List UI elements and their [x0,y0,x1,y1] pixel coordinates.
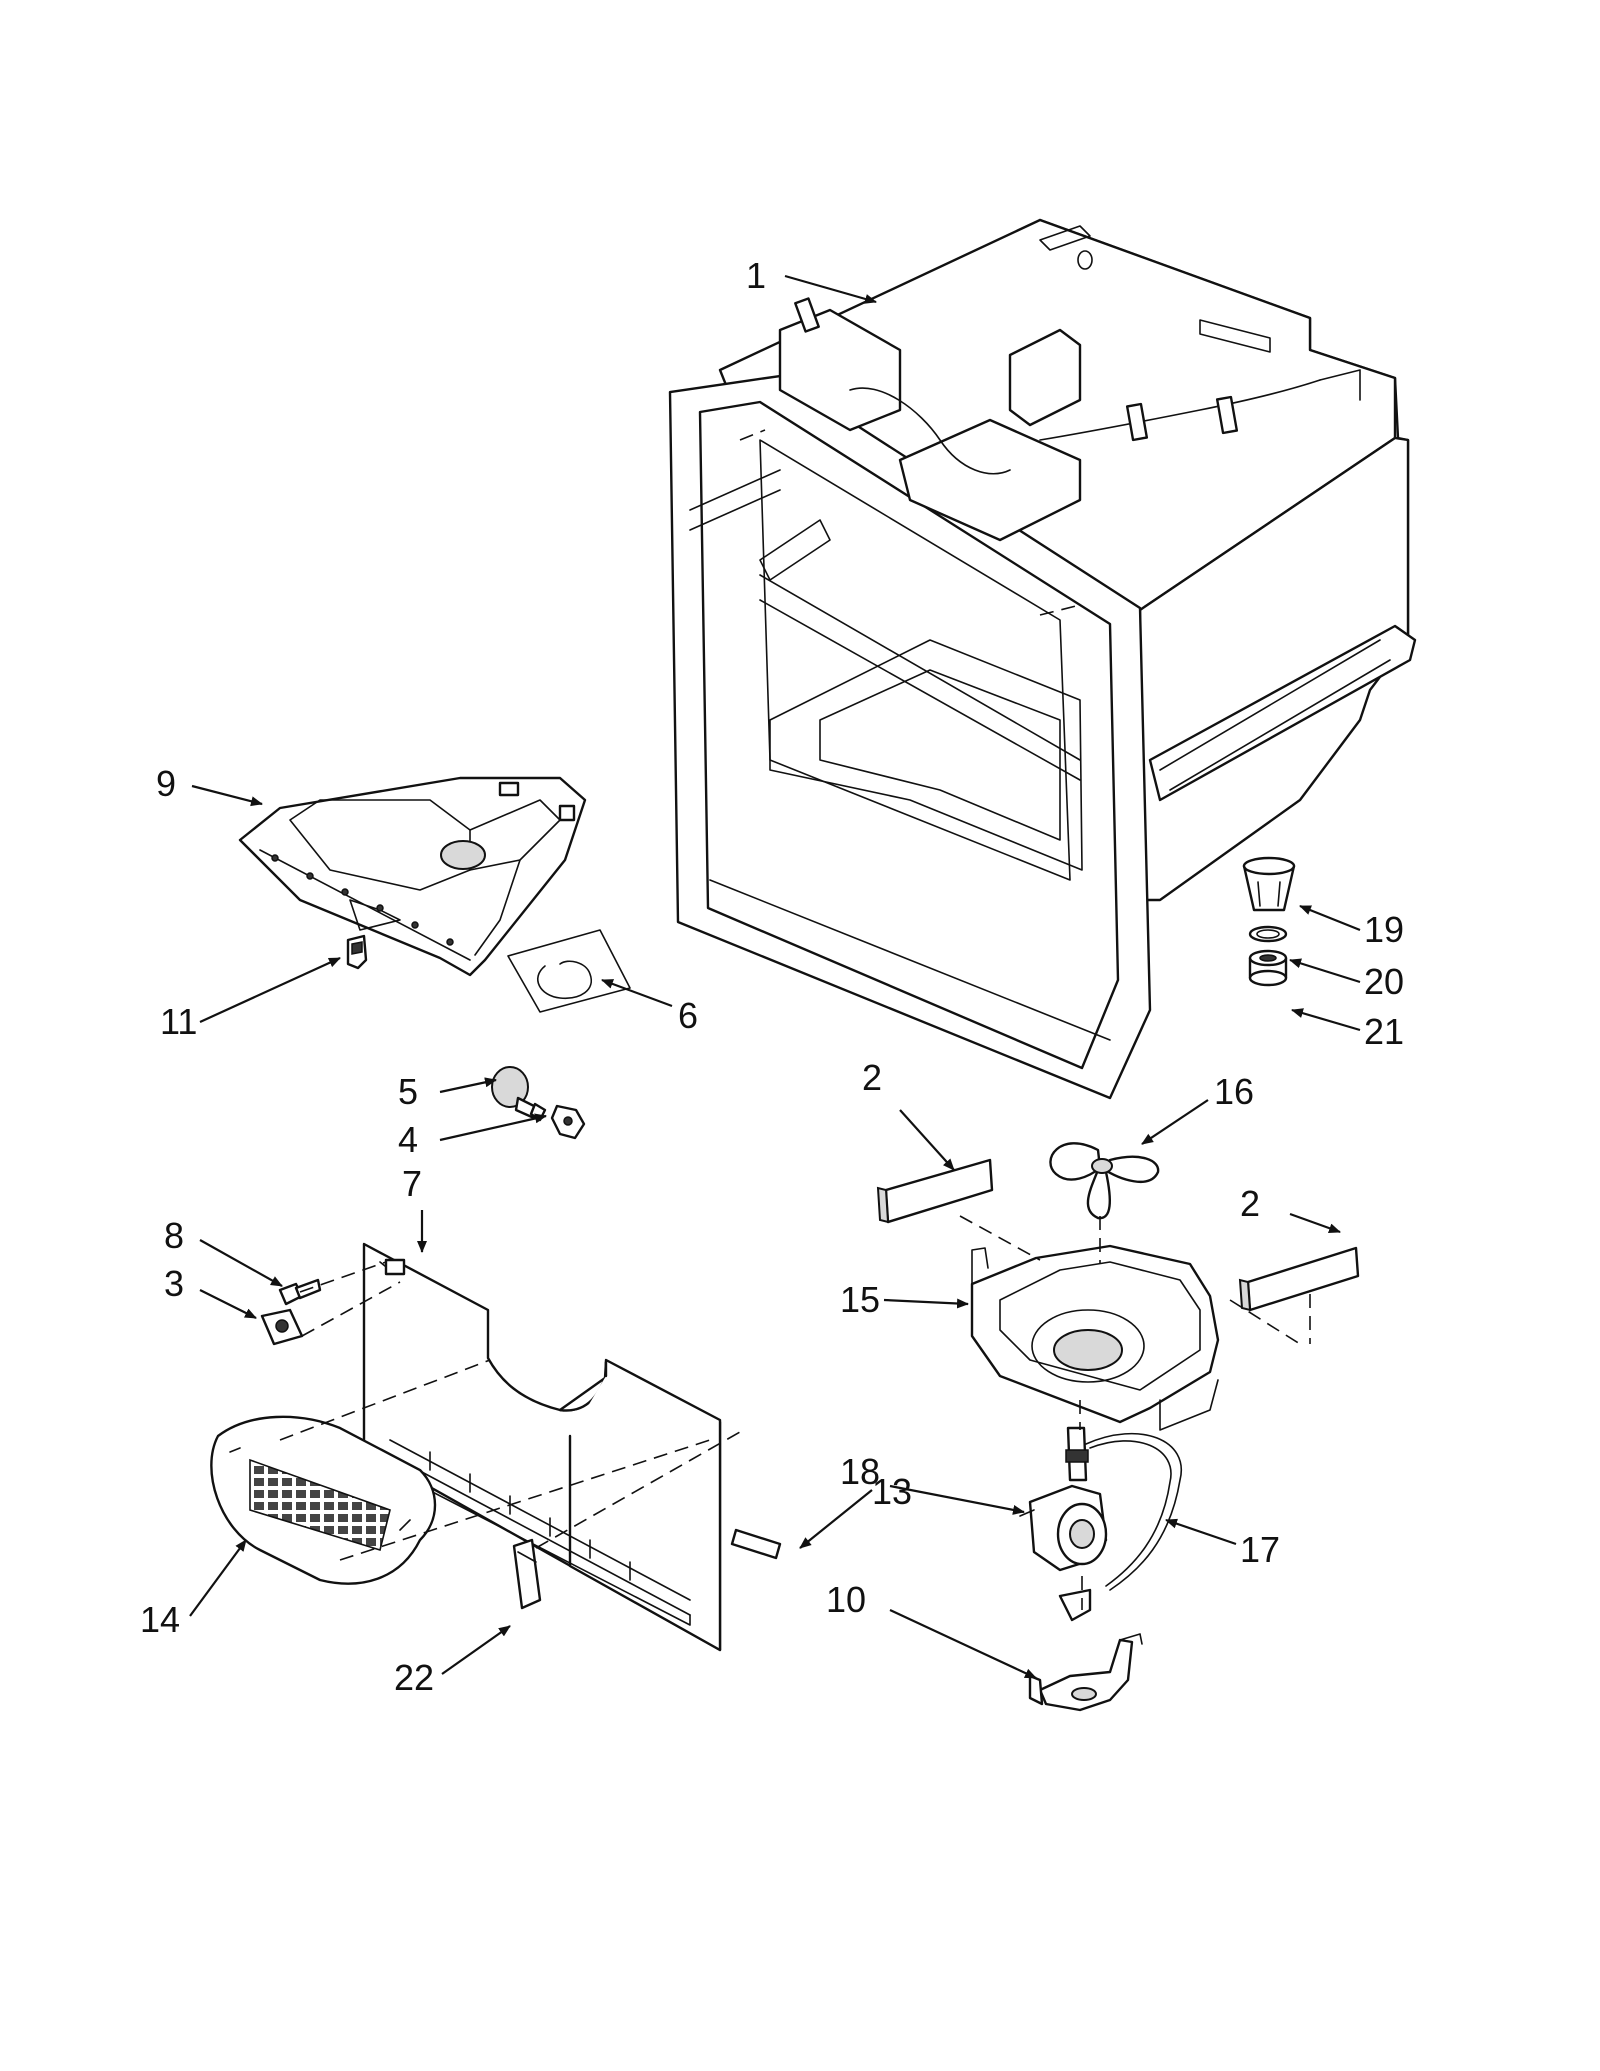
callout-labels: 1 2 2 3 4 5 6 7 8 9 10 11 13 14 15 16 17… [140,255,1404,1698]
part-14-grille [210,1415,437,1585]
callout-20: 20 [1364,961,1404,1002]
part-7-rear-panel [362,1242,722,1652]
callout-5: 5 [398,1071,418,1112]
part-16-fan-blade [1049,1142,1160,1220]
callout-17: 17 [1240,1529,1280,1570]
callout-8: 8 [164,1215,184,1256]
callout-16: 16 [1214,1071,1254,1112]
callout-10: 10 [826,1579,866,1620]
part-8-screw [278,1278,322,1306]
part-4-light-socket [550,1104,586,1140]
callout-6: 6 [678,995,698,1036]
part-3-switch [260,1308,304,1346]
callout-14: 14 [140,1599,180,1640]
part-2-foam-block-left [876,1158,994,1224]
callout-19: 19 [1364,909,1404,950]
callout-13: 13 [872,1471,912,1512]
callout-22: 22 [394,1657,434,1698]
callout-2-left: 2 [862,1057,882,1098]
part-2-foam-block-right [1238,1246,1360,1312]
callout-1: 1 [746,255,766,296]
assembly-lines [279,1215,1311,1610]
part-1-freezer-liner [668,218,1417,1100]
part-22-thermistor [512,1538,542,1610]
part-18-fan-motor [1019,1426,1108,1572]
part-6-seal [507,929,631,1013]
callout-15: 15 [840,1279,880,1320]
callout-4: 4 [398,1119,418,1160]
callout-11: 11 [160,1001,197,1042]
part-11-clip [346,934,368,970]
part-10-motor-bracket [1028,1588,1143,1712]
part-5-light-bulb [491,1066,547,1122]
callout-18: 18 [840,1451,880,1492]
callout-2-right: 2 [1240,1183,1260,1224]
callout-21: 21 [1364,1011,1404,1052]
part-13-foam-strip [730,1528,782,1560]
callout-3: 3 [164,1263,184,1304]
part-17-wire-harness [1085,1432,1183,1591]
part-19-drain-cup [1242,856,1296,912]
leader-lines [189,274,1361,1679]
callout-9: 9 [156,763,176,804]
part-15-fan-housing [970,1244,1220,1431]
part-20-seal-ring [1248,925,1288,943]
part-21-nut [1248,949,1288,987]
part-9-air-diffuser [238,776,587,977]
callout-7: 7 [402,1163,422,1204]
